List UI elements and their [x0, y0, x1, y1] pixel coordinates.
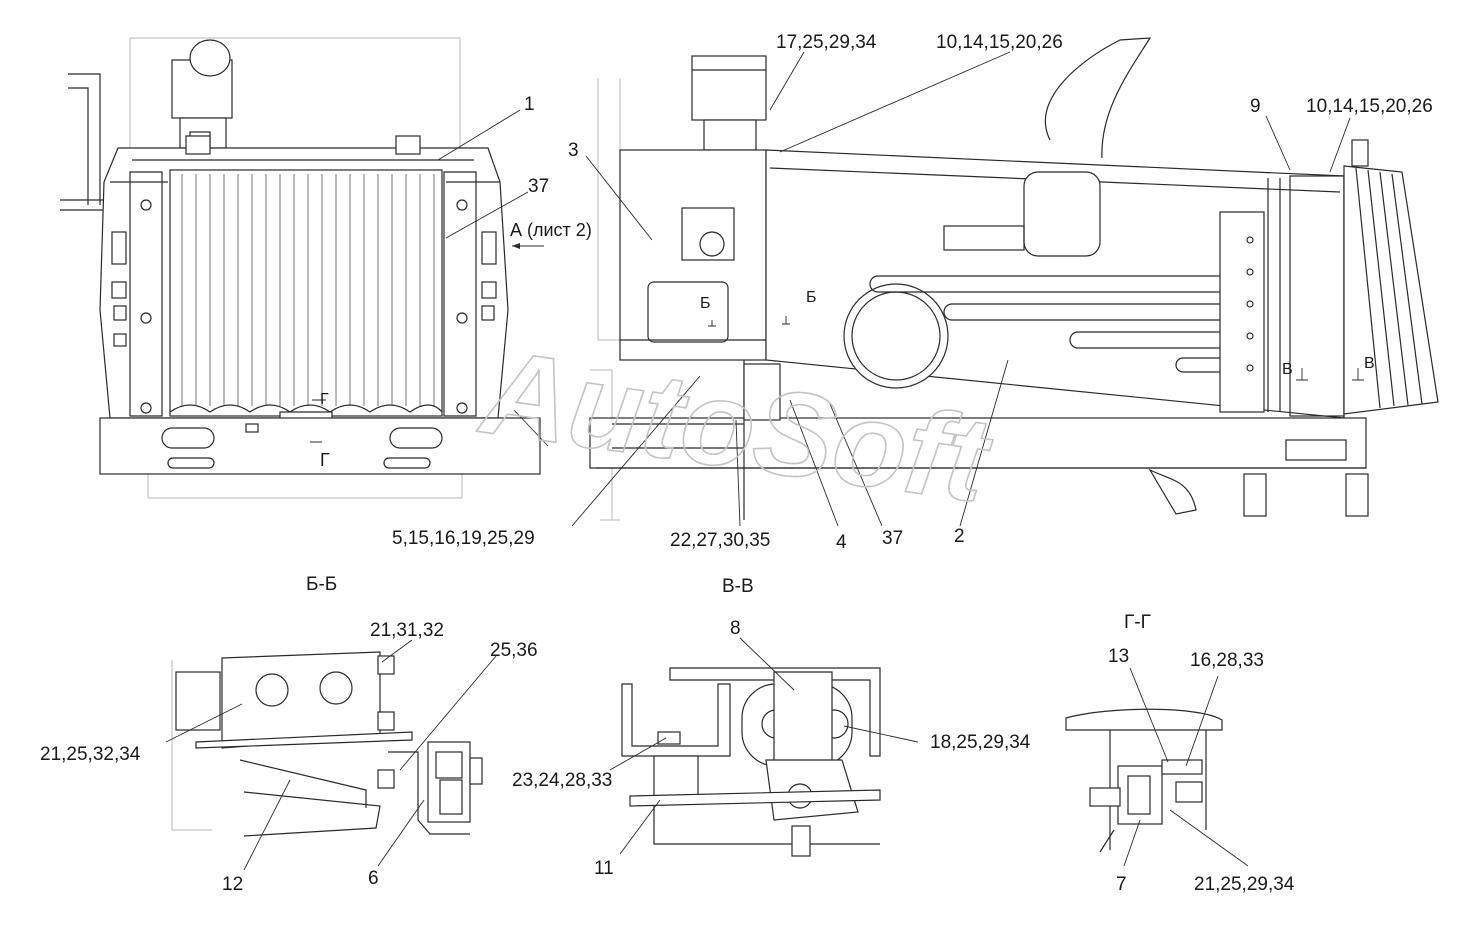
callout-9: 9: [1250, 96, 1261, 117]
callout-21-25-32-34: 21,25,32,34: [40, 744, 141, 765]
callout-21-25-29-34: 21,25,29,34: [1194, 874, 1295, 895]
section-vv: В-В: [609, 576, 919, 857]
callout-25-36: 25,36: [490, 640, 538, 661]
callout-11: 11: [594, 858, 614, 879]
callouts: 1 37 17,25,29,34 10,14,15,20,26 3 9 10,1…: [40, 32, 1433, 895]
callout-8: 8: [730, 618, 741, 639]
section-mark-b-right: Б: [806, 289, 817, 306]
callout-13: 13: [1108, 646, 1129, 667]
section-bb: Б-Б: [165, 574, 497, 871]
section-mark-g-bottom: Г: [320, 450, 330, 470]
callout-12: 12: [222, 874, 243, 895]
section-mark-g-top: Г: [320, 391, 329, 408]
callout-1: 1: [524, 94, 535, 115]
callout-7: 7: [1116, 874, 1127, 895]
callout-18-25-29-34: 18,25,29,34: [930, 732, 1031, 753]
callout-17-25-29-34: 17,25,29,34: [776, 32, 877, 53]
callout-10-14-15-20-26-right: 10,14,15,20,26: [1306, 96, 1433, 117]
callout-37-front: 37: [528, 176, 549, 197]
callout-23-24-28-33: 23,24,28,33: [512, 770, 612, 791]
section-mark-b-left: Б: [700, 295, 711, 312]
callout-22-27-30-35: 22,27,30,35: [670, 530, 770, 551]
front-view: Г Г А (лист 2): [60, 37, 592, 499]
callout-3: 3: [568, 140, 579, 161]
callout-4: 4: [836, 532, 847, 553]
section-vv-title: В-В: [722, 576, 754, 597]
section-mark-v-left: В: [1282, 361, 1293, 378]
section-bb-title: Б-Б: [306, 574, 337, 595]
side-view: Б Б В В: [571, 37, 1439, 527]
callout-21-31-32: 21,31,32: [370, 620, 444, 641]
section-gg: Г-Г: [1065, 612, 1249, 867]
section-gg-title: Г-Г: [1124, 612, 1151, 633]
section-mark-v-right: В: [1364, 355, 1375, 372]
radiator-core: [181, 174, 435, 406]
callout-6: 6: [368, 868, 379, 889]
callout-16-28-33: 16,28,33: [1190, 650, 1264, 671]
view-arrow-label: А (лист 2): [510, 220, 592, 240]
callout-10-14-15-20-26-top: 10,14,15,20,26: [936, 32, 1063, 53]
callout-2: 2: [954, 526, 965, 547]
callout-5-15-16-19-25-29: 5,15,16,19,25,29: [392, 528, 535, 549]
callout-37-side: 37: [882, 528, 903, 549]
